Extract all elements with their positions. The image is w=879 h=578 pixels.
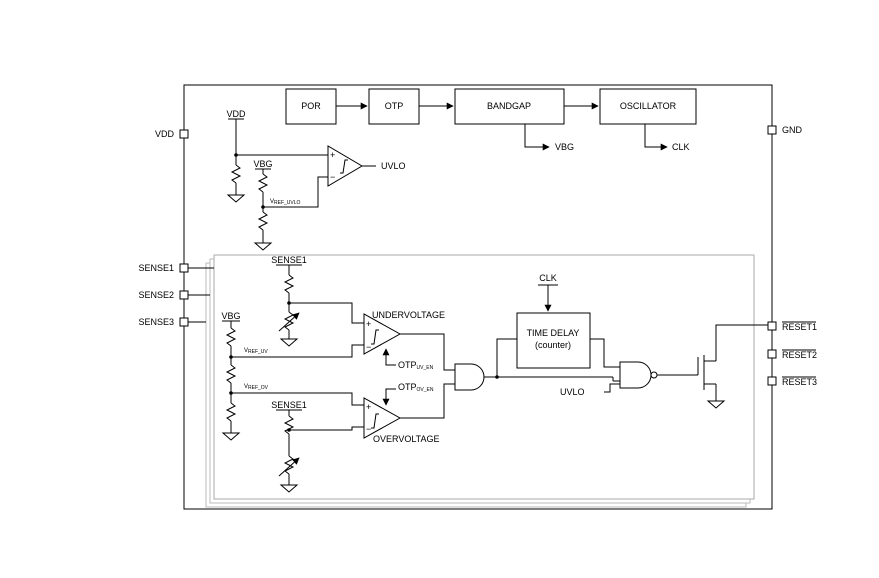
clk-input-label: CLK [539,273,557,283]
sense1-pin-label: SENSE1 [138,263,174,273]
reset3-pin-label: RESET3 [782,377,817,387]
clk-output-label: CLK [672,142,690,152]
oscillator-block [599,88,697,125]
ground-symbol [279,484,299,493]
time-delay-sub-label: (counter) [535,340,571,350]
sense2-pin-label: SENSE2 [138,290,174,300]
hysteresis-icon [340,159,348,174]
vref-uvlo-label: VREF_UVLO [270,199,301,206]
sense2-pin [179,290,189,300]
nand-gate [619,361,652,389]
uv-plus: + [366,319,371,329]
oscillator-label: OSCILLATOR [620,101,677,111]
ground-symbol [279,338,299,347]
ground-symbol [226,194,246,203]
por-label: POR [301,101,321,111]
divider-resistor-2 [225,364,237,384]
vbg-output-label: VBG [555,142,574,152]
uvlo-output-label: UVLO [381,161,406,171]
ground-symbol [706,400,726,409]
vdd-pin [179,129,189,139]
bandgap-label: BANDGAP [487,101,531,111]
reset2-pin [767,349,777,359]
ground-symbol [253,242,273,251]
undervoltage-label: UNDERVOLTAGE [372,310,445,320]
hysteresis-icon [371,413,379,429]
uv-upper-resistor [283,274,295,294]
uvlo-vbg-resistor-bottom [257,211,269,231]
uvlo-plus: + [330,150,335,160]
sense3-pin-label: SENSE3 [138,317,174,327]
divider-resistor-3 [225,402,237,422]
sense3-pin [179,317,189,327]
vbg-uvlo-label: VBG [253,159,272,169]
por-block [285,88,337,125]
sense1-ov-label: SENSE1 [271,400,307,410]
vref-uv-label: VREF_UV [244,348,268,355]
uvlo-upper-resistor [230,164,242,184]
uvlo-comparator [327,145,363,187]
reset1-pin [767,321,777,331]
uvlo-minus: − [330,172,335,182]
gnd-pin [767,125,777,135]
uv-minus: − [366,342,371,352]
hysteresis-icon [371,329,379,345]
ov-upper-resistor [283,415,295,435]
divider-resistor-1 [225,327,237,347]
otp-ov-en-label: OTPOV_EN [398,382,434,393]
bandgap-block [454,88,565,125]
ov-minus: − [366,424,371,434]
otp-uv-en-label: OTPUV_EN [398,360,434,371]
sense1-uv-label: SENSE1 [271,255,307,265]
vref-ov-label: VREF_OV [244,384,269,391]
vbg-channel-label: VBG [221,311,240,321]
time-delay-label: TIME DELAY [527,328,580,338]
vdd-rail-label: VDD [226,109,246,119]
gnd-pin-label: GND [782,125,803,135]
uvlo-input-label: UVLO [560,387,585,397]
time-delay-block [516,312,591,369]
reset1-pin-label: RESET1 [782,322,817,332]
reset3-pin [767,376,777,386]
ov-plus: + [366,402,371,412]
ground-symbol [221,432,241,441]
uvlo-vbg-resistor-top [257,173,269,193]
overvoltage-label: OVERVOLTAGE [373,434,440,444]
and-gate [454,363,485,391]
vdd-pin-label: VDD [155,129,175,139]
sense1-pin [179,263,189,273]
reset2-pin-label: RESET2 [782,350,817,360]
otp-label: OTP [385,101,404,111]
